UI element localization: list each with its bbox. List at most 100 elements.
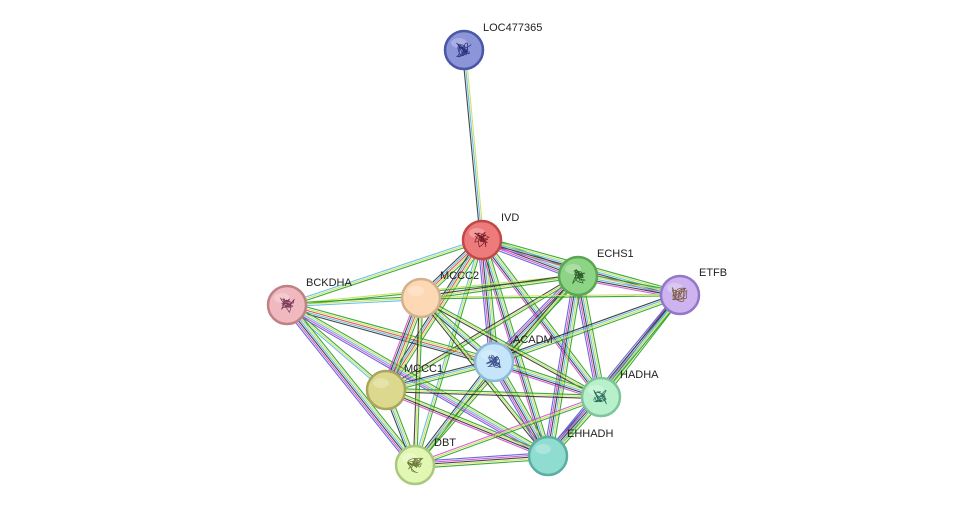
edge-evidence-line	[547, 294, 681, 457]
edge-evidence-line	[286, 295, 421, 304]
node-label: IVD	[501, 212, 519, 224]
edge-evidence-line	[412, 360, 493, 464]
edge-evidence-line	[385, 390, 548, 458]
node-highlight	[373, 378, 389, 388]
node-circle[interactable]	[400, 277, 442, 319]
edge-evidence-line	[384, 391, 548, 459]
edge-evidence-line	[550, 296, 684, 459]
edge-evidence-line	[286, 237, 482, 304]
edge-etfb-mccc2[interactable]	[420, 293, 681, 300]
edge-evidence-line	[414, 455, 549, 466]
edge-evidence-line	[548, 276, 580, 457]
edge-evidence-line	[544, 275, 577, 456]
edge-evidence-line	[413, 361, 494, 465]
node-circle[interactable]	[527, 435, 569, 477]
node-label: LOC477365	[483, 22, 542, 34]
edge-etfb-ehhadh[interactable]	[544, 292, 684, 459]
node-mccc2[interactable]: MCCC2	[400, 270, 479, 319]
node-hadha[interactable]: HADHA	[580, 369, 659, 418]
edge-evidence-line	[421, 295, 681, 300]
node-circle[interactable]	[365, 369, 407, 411]
edge-evidence-line	[420, 297, 602, 398]
node-acadm[interactable]: ACADM	[473, 334, 553, 383]
node-ehhadh[interactable]: EHHADH	[527, 428, 614, 477]
edge-acadm-dbt[interactable]	[412, 360, 497, 467]
edge-evidence-line	[289, 302, 419, 463]
edge-evidence-line	[492, 292, 680, 361]
edge-evidence-line	[414, 452, 548, 463]
edge-mccc2-hadha[interactable]	[419, 296, 603, 399]
edge-evidence-line	[414, 453, 548, 464]
edge-evidence-line	[414, 396, 602, 466]
edge-evidence-line	[284, 306, 414, 467]
edge-evidence-line	[287, 303, 388, 390]
edge-echs1-mccc2[interactable]	[420, 273, 579, 301]
edge-evidence-line	[285, 305, 415, 466]
node-bckdha[interactable]: BCKDHA	[266, 277, 353, 326]
node-etfb[interactable]: ETFB	[659, 267, 727, 316]
edge-bckdha-dbt[interactable]	[283, 302, 419, 468]
edge-evidence-line	[576, 276, 601, 398]
edge-evidence-line	[478, 240, 546, 458]
edge-evidence-line	[288, 301, 550, 454]
node-loc477365[interactable]: LOC477365	[443, 22, 542, 71]
node-highlight	[535, 444, 551, 454]
edge-ehhadh-dbt[interactable]	[414, 452, 549, 469]
edge-loc477365-ivd[interactable]	[461, 49, 485, 241]
protein-structure-icon	[456, 42, 472, 58]
edge-evidence-line	[546, 275, 578, 456]
edge-evidence-line	[388, 241, 486, 393]
node-label: EHHADH	[567, 428, 614, 440]
edge-evidence-line	[386, 387, 602, 396]
node-dbt[interactable]: DBT	[394, 437, 456, 486]
edge-evidence-line	[286, 239, 483, 306]
node-label: DBT	[434, 437, 456, 449]
edge-evidence-line	[578, 275, 603, 397]
edge-evidence-line	[421, 296, 603, 396]
edge-mccc1-ehhadh[interactable]	[384, 387, 550, 459]
edge-evidence-line	[285, 307, 494, 366]
edge-evidence-line	[286, 306, 494, 365]
edge-evidence-line	[421, 277, 579, 301]
edge-ivd-bckdha[interactable]	[286, 237, 483, 308]
node-mccc1[interactable]: MCCC1	[365, 363, 443, 411]
protein-structure-icon	[280, 297, 295, 314]
edge-evidence-line	[463, 49, 483, 241]
node-ivd[interactable]: IVD	[461, 212, 519, 261]
edge-bckdha-acadm[interactable]	[285, 301, 496, 366]
edge-evidence-line	[286, 297, 422, 306]
edge-evidence-line	[287, 241, 483, 308]
edge-echs1-ehhadh[interactable]	[543, 275, 583, 457]
node-label: ETFB	[699, 267, 727, 279]
edge-bckdha-mccc2[interactable]	[286, 295, 422, 308]
edge-evidence-line	[415, 398, 602, 468]
edge-evidence-line	[414, 394, 601, 464]
edge-evidence-line	[480, 240, 494, 363]
edge-evidence-line	[548, 295, 682, 458]
edge-evidence-line	[287, 299, 422, 308]
edge-evidence-line	[286, 304, 495, 363]
edge-evidence-line	[603, 296, 684, 400]
node-highlight	[408, 286, 424, 296]
edge-evidence-line	[546, 293, 680, 456]
edge-mccc1-hadha[interactable]	[385, 387, 602, 400]
protein-structure-icon	[406, 457, 424, 473]
edge-evidence-line	[288, 303, 418, 464]
node-label: HADHA	[620, 369, 659, 381]
edge-evidence-line	[493, 293, 680, 362]
edge-evidence-line	[385, 389, 602, 398]
node-echs1[interactable]: ECHS1	[557, 248, 634, 297]
node-label: ECHS1	[597, 248, 634, 260]
protein-structure-icon	[593, 389, 607, 405]
node-label: BCKDHA	[306, 277, 353, 289]
edge-hadha-dbt[interactable]	[414, 394, 602, 468]
edge-evidence-line	[465, 49, 485, 240]
protein-structure-icon	[671, 287, 688, 302]
protein-structure-icon	[486, 354, 502, 368]
node-label: ACADM	[513, 334, 553, 346]
edge-evidence-line	[549, 276, 582, 457]
edge-evidence-line	[386, 387, 550, 455]
edge-evidence-line	[415, 458, 549, 469]
